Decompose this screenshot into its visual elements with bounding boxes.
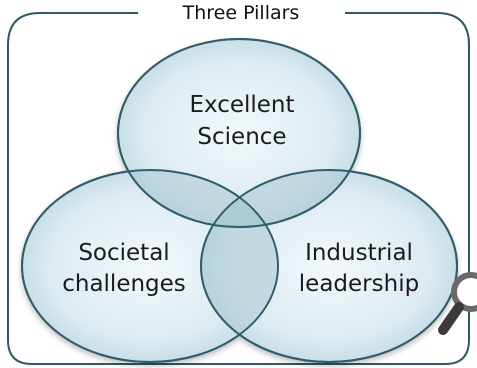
circle-outlines xyxy=(21,38,458,363)
label-excellent-line2: Science xyxy=(197,124,286,150)
magnifier-icon xyxy=(438,272,477,335)
outer-frame xyxy=(7,12,470,365)
label-societal-line1: Societal xyxy=(78,240,169,266)
label-societal-line2: challenges xyxy=(62,271,186,297)
frame-title: Three Pillars xyxy=(182,2,300,24)
label-industrial-line1: Industrial xyxy=(305,240,413,266)
label-excellent-line1: Excellent xyxy=(189,92,294,118)
label-industrial-line2: leadership xyxy=(299,271,419,297)
